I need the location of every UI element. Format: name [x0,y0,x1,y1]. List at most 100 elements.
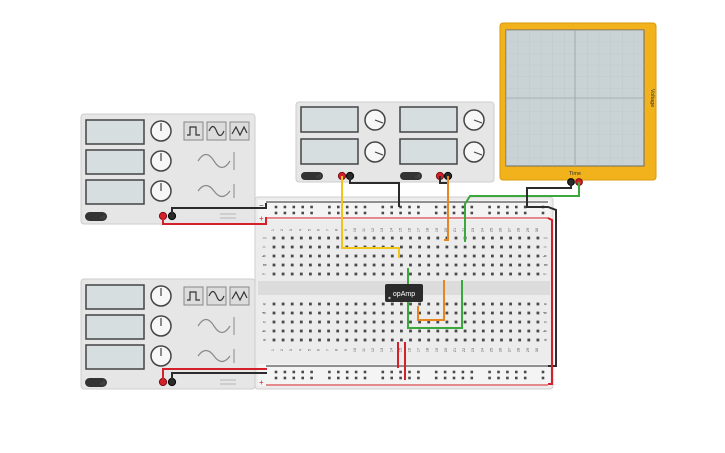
rail-hole[interactable] [292,370,296,374]
terminal-hole[interactable] [454,263,458,267]
terminal-hole[interactable] [418,236,421,240]
terminal-hole[interactable] [472,245,476,249]
terminal-hole[interactable] [500,338,503,342]
terminal-hole[interactable] [427,338,431,342]
rail-hole[interactable] [292,211,296,215]
terminal-hole[interactable] [472,302,476,306]
terminal-hole[interactable] [309,329,312,333]
terminal-hole[interactable] [327,338,330,342]
terminal-hole[interactable] [309,272,312,276]
terminal-hole[interactable] [527,302,531,306]
terminal-hole[interactable] [363,272,367,276]
terminal-hole[interactable] [336,254,340,258]
terminal-hole[interactable] [318,302,321,306]
terminal-hole[interactable] [381,311,385,315]
rail-hole[interactable] [399,376,402,380]
rail-hole[interactable] [515,376,518,380]
terminal-hole[interactable] [281,245,285,249]
terminal-hole[interactable] [491,302,494,306]
rail-hole[interactable] [381,376,385,380]
terminal-hole[interactable] [281,320,285,324]
terminal-hole[interactable] [509,302,512,306]
terminal-hole[interactable] [445,245,449,249]
terminal-hole[interactable] [327,320,330,324]
terminal-hole[interactable] [427,302,431,306]
terminal-hole[interactable] [500,236,503,240]
terminal-hole[interactable] [299,236,303,240]
wire-psu-a-negative-to-rail[interactable] [349,176,400,207]
rail-hole[interactable] [408,370,411,374]
terminal-hole[interactable] [418,338,421,342]
terminal-hole[interactable] [472,254,476,258]
terminal-hole[interactable] [518,263,522,267]
terminal-hole[interactable] [463,311,467,315]
terminal-hole[interactable] [318,245,321,249]
terminal-hole[interactable] [290,338,294,342]
rail-hole[interactable] [328,370,331,374]
wire-orange-psu-b[interactable] [444,176,449,241]
terminal-hole[interactable] [318,329,321,333]
rail-hole[interactable] [274,211,278,215]
terminal-hole[interactable] [354,272,358,276]
rail-hole[interactable] [523,376,527,380]
terminal-hole[interactable] [463,272,467,276]
terminal-hole[interactable] [363,338,367,342]
terminal-hole[interactable] [390,302,394,306]
terminal-hole[interactable] [336,329,340,333]
terminal-hole[interactable] [327,329,330,333]
terminal-hole[interactable] [509,254,512,258]
wire-scope-negative-to-rails[interactable] [526,182,572,367]
terminal-hole[interactable] [345,254,349,258]
terminal-hole[interactable] [290,263,294,267]
rail-hole[interactable] [470,370,474,374]
terminal-hole[interactable] [509,245,512,249]
wire-psu-b-negative-link[interactable] [439,176,449,184]
terminal-hole[interactable] [500,272,503,276]
terminal-hole[interactable] [454,329,458,333]
rail-hole[interactable] [497,205,500,209]
terminal-hole[interactable] [318,311,321,315]
terminal-hole[interactable] [281,302,285,306]
terminal-hole[interactable] [272,338,276,342]
rail-hole[interactable] [354,376,358,380]
terminal-hole[interactable] [500,320,503,324]
terminal-hole[interactable] [372,272,376,276]
terminal-hole[interactable] [500,329,503,333]
terminal-hole[interactable] [536,311,540,315]
wire-fg-top-negative-to-rail[interactable] [171,203,267,216]
terminal-hole[interactable] [463,254,467,258]
rail-hole[interactable] [506,205,509,209]
rail-hole[interactable] [274,205,278,209]
terminal-hole[interactable] [372,320,376,324]
rail-hole[interactable] [354,370,358,374]
terminal-hole[interactable] [427,254,431,258]
terminal-hole[interactable] [354,254,358,258]
terminal-hole[interactable] [445,338,449,342]
rail-hole[interactable] [390,205,393,209]
terminal-hole[interactable] [372,311,376,315]
terminal-hole[interactable] [500,254,503,258]
terminal-hole[interactable] [272,254,276,258]
terminal-hole[interactable] [436,272,440,276]
rail-hole[interactable] [461,370,465,374]
rail-hole[interactable] [283,205,287,209]
terminal-hole[interactable] [454,254,458,258]
terminal-hole[interactable] [418,320,421,324]
terminal-hole[interactable] [427,236,431,240]
terminal-hole[interactable] [454,311,458,315]
rail-hole[interactable] [390,211,393,215]
rail-hole[interactable] [408,211,411,215]
terminal-hole[interactable] [363,311,367,315]
terminal-hole[interactable] [363,263,367,267]
terminal-hole[interactable] [536,263,540,267]
terminal-hole[interactable] [345,302,349,306]
terminal-hole[interactable] [445,320,449,324]
terminal-hole[interactable] [390,272,394,276]
rail-hole[interactable] [443,205,447,209]
terminal-hole[interactable] [518,338,522,342]
terminal-hole[interactable] [390,263,394,267]
terminal-hole[interactable] [299,272,303,276]
terminal-hole[interactable] [527,338,531,342]
rail-hole[interactable] [354,211,358,215]
rail-hole[interactable] [301,205,304,209]
